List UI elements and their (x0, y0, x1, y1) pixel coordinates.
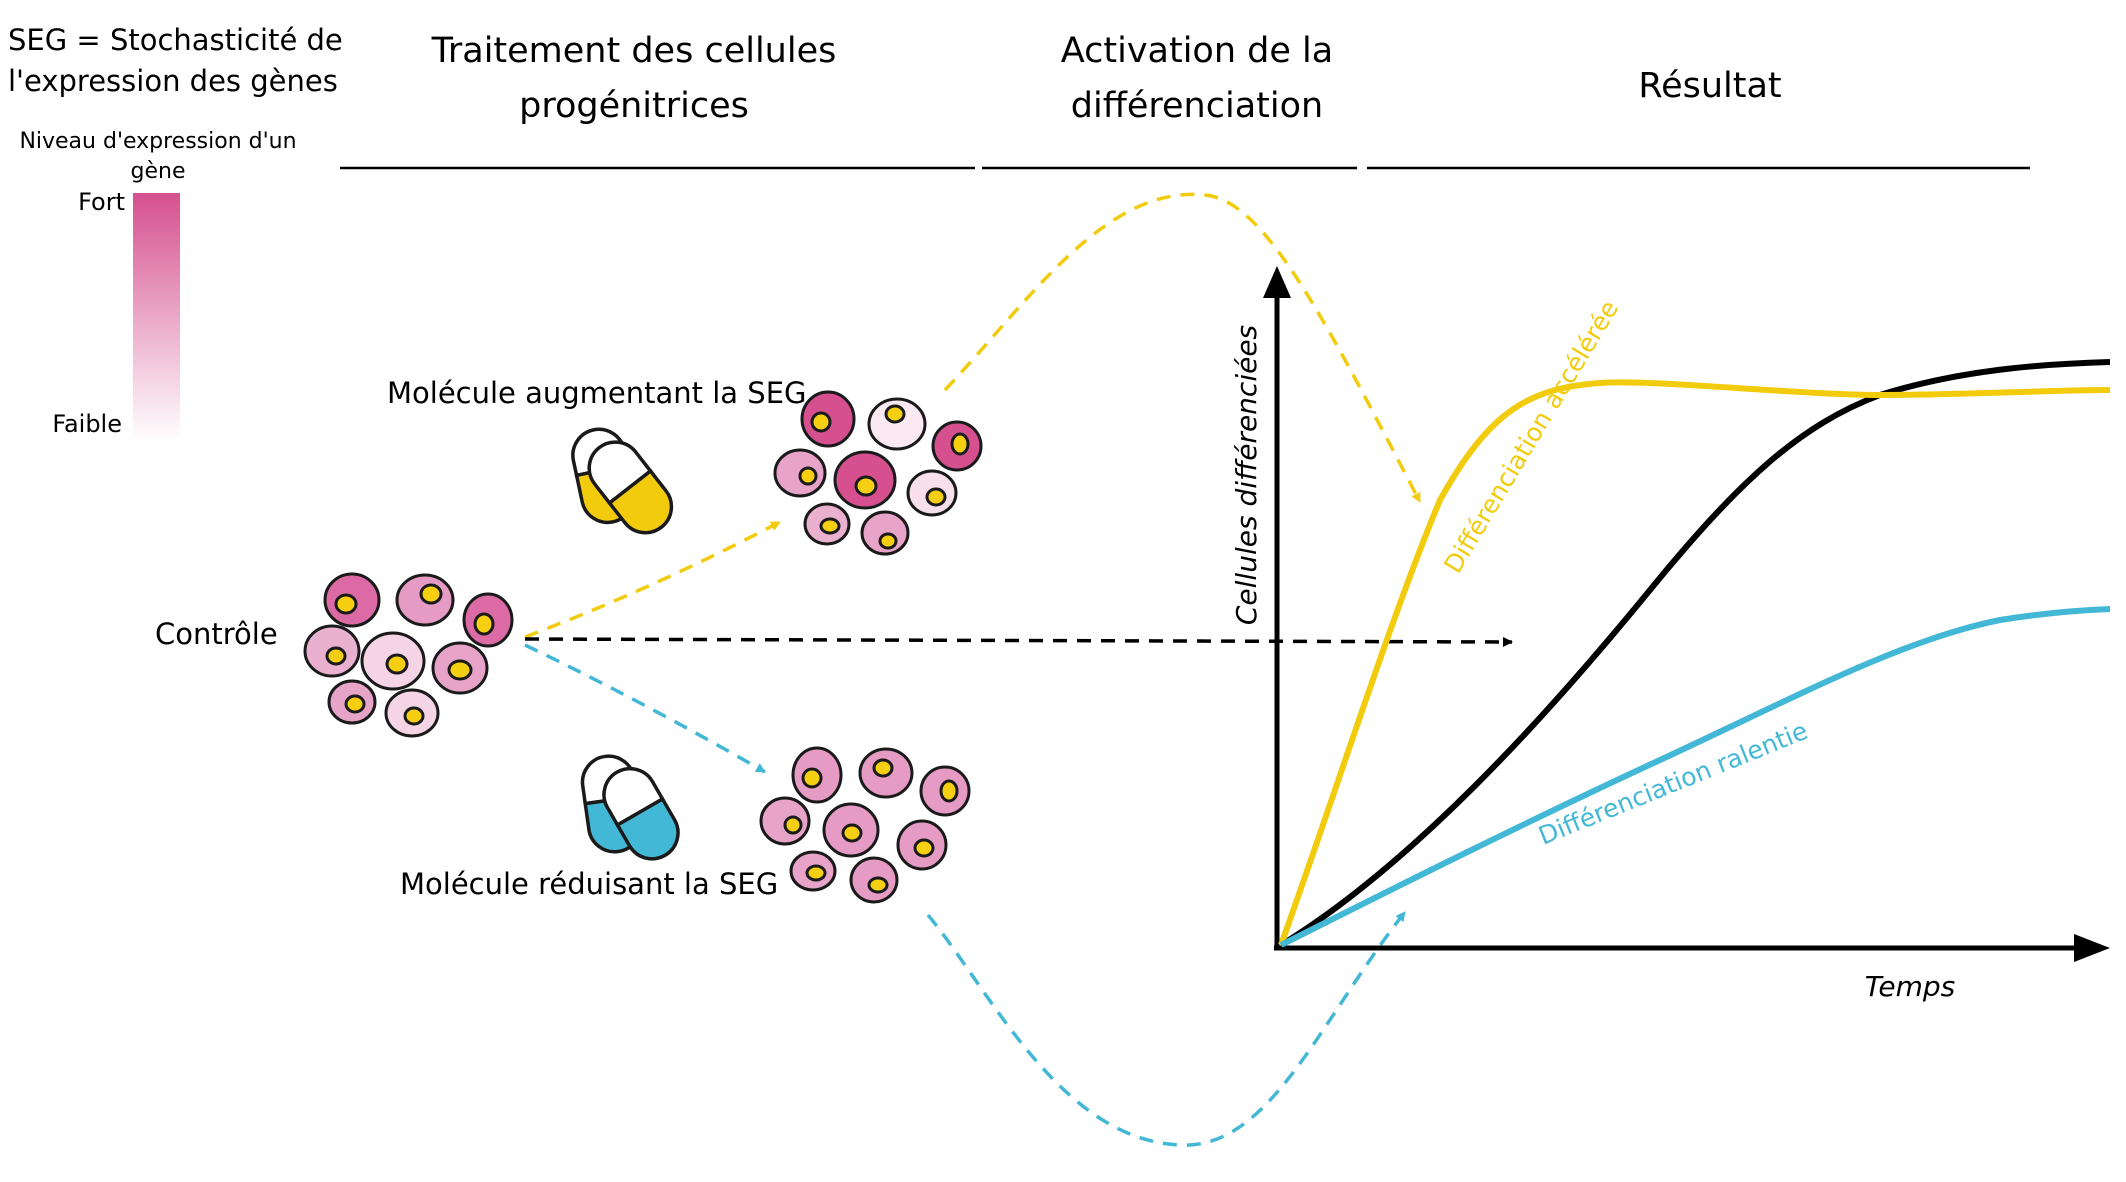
accelerated-curve-label: Différenciation accélérée (1438, 295, 1624, 578)
blue-pill-icon (580, 754, 680, 861)
cell (431, 641, 489, 695)
scale-title-line1: Niveau d'expression d'un (19, 129, 296, 154)
cell (303, 624, 361, 678)
chart-y-label: Cellules différenciées (1230, 325, 1263, 625)
cell (789, 850, 837, 892)
legend: SEG = Stochasticité de l'expression des … (8, 23, 343, 441)
arrow-control-to-chart (524, 636, 1513, 647)
cell (759, 796, 811, 846)
legend-definition-line2: l'expression des gènes (8, 64, 338, 98)
low-seg-cell-cluster (759, 746, 971, 904)
legend-definition-line1: SEG = Stochasticité de (8, 23, 343, 57)
chart-x-label: Temps (1865, 970, 1956, 1003)
cell (860, 510, 910, 556)
cell (822, 802, 880, 858)
cell (906, 469, 958, 517)
cell (462, 592, 514, 648)
cell (791, 746, 843, 804)
header-result: Résultat (1638, 66, 1781, 106)
molecule-decrease-label: Molécule réduisant la SEG (400, 867, 778, 901)
yellow-pill-icon (571, 427, 674, 535)
cell (360, 631, 426, 691)
expression-gradient-bar (133, 193, 180, 441)
cell (384, 688, 440, 738)
cell (773, 448, 827, 498)
cell (803, 502, 851, 546)
cell (833, 450, 897, 510)
y-axis-arrowhead (1263, 266, 1291, 298)
cell (327, 679, 377, 725)
accelerated-curve (1278, 379, 2111, 947)
arrow-low-seg-to-slowed (926, 910, 1407, 1147)
header-treatment-line2: progénitrices (519, 86, 749, 126)
cell (919, 765, 971, 817)
x-axis-arrowhead (2074, 934, 2110, 962)
high-seg-cell-cluster (773, 390, 983, 556)
header-activation-line2: différenciation (1071, 86, 1323, 126)
cell (800, 390, 856, 448)
cell (849, 856, 899, 904)
cell (323, 572, 381, 628)
control-label: Contrôle (155, 617, 278, 651)
slowed-curve (1279, 606, 2111, 948)
control-curve (1279, 359, 2111, 948)
cell (896, 819, 948, 871)
cell (395, 573, 455, 627)
arrow-control-to-high-seg (524, 520, 781, 639)
cell (867, 397, 927, 451)
header-treatment-line1: Traitement des cellules (431, 31, 837, 71)
cell (858, 747, 914, 799)
flow-arrows (524, 192, 1513, 1147)
header-activation-line1: Activation de la (1061, 31, 1333, 71)
column-headers: Traitement des cellules progénitrices Ac… (340, 31, 2030, 170)
arrow-high-seg-to-accelerated (943, 192, 1422, 503)
cell (931, 420, 983, 472)
result-chart: Cellules différenciées Temps Différencia… (1230, 266, 2111, 1003)
control-cell-cluster (303, 572, 514, 738)
scale-title-line2: gène (131, 159, 186, 184)
arrow-control-to-low-seg (524, 643, 766, 774)
scale-low-label: Faible (52, 410, 122, 438)
slowed-curve-label: Différenciation ralentie (1534, 716, 1811, 851)
molecule-increase-label: Molécule augmentant la SEG (387, 376, 807, 410)
scale-high-label: Fort (78, 188, 125, 216)
